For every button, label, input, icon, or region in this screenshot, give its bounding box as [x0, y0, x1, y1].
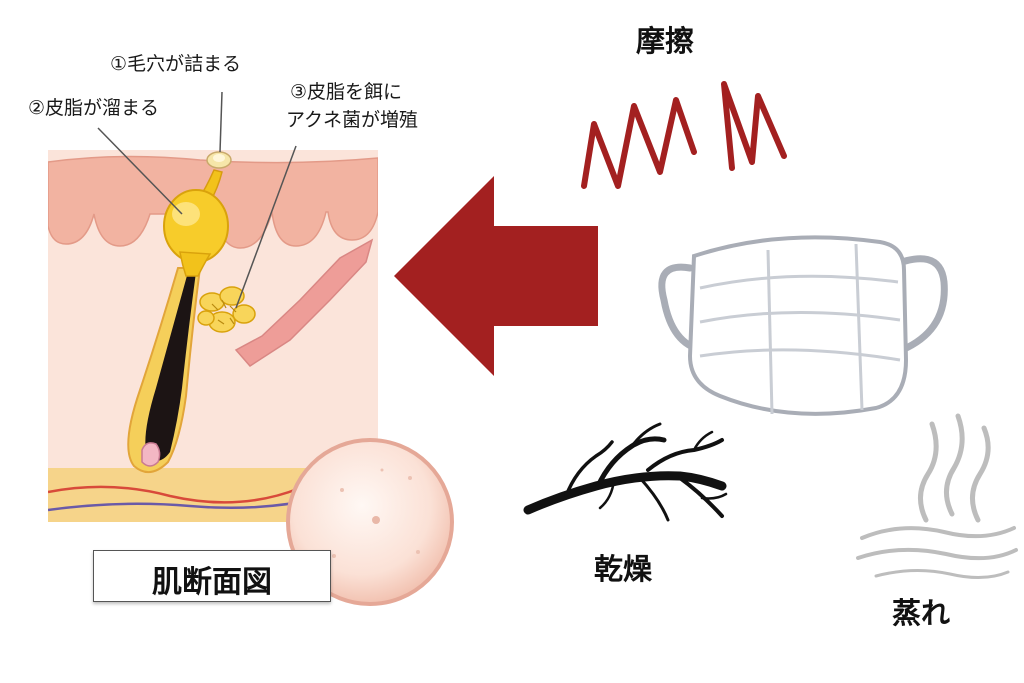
pointer-line-pore — [219, 91, 223, 153]
pointer-line-sebum — [97, 127, 183, 215]
sebum-neck — [179, 251, 212, 277]
steam-icon — [856, 413, 1018, 579]
left-arrow-icon — [394, 176, 598, 376]
hair-shaft — [145, 272, 196, 461]
label-pore-clogged: ①毛穴が詰まる — [110, 53, 242, 75]
label-acne-bacteria-line2: アクネ菌が増殖 — [286, 109, 419, 131]
sebum-pool — [163, 189, 229, 263]
pointer-line-acne — [235, 145, 297, 309]
caption-box: 肌断面図 — [93, 550, 331, 602]
sebaceous-gland — [197, 286, 256, 333]
label-dryness: 乾燥 — [594, 552, 653, 586]
sebum-pool-highlight — [172, 202, 200, 226]
clogged-pore-plug — [206, 151, 232, 169]
label-stuffiness: 蒸れ — [892, 596, 951, 630]
zigzag-friction-icon — [581, 81, 787, 189]
label-acne-bacteria-line1: ③皮脂を餌に — [290, 81, 403, 103]
face-mask-icon — [658, 235, 948, 416]
hair-root — [141, 442, 161, 467]
hair-muscle — [234, 238, 374, 367]
skin-cross-section-caption: 肌断面図 — [152, 565, 272, 600]
dry-branch-icon — [523, 422, 728, 522]
label-friction: 摩擦 — [636, 24, 695, 58]
label-sebum-pooling: ②皮脂が溜まる — [28, 97, 160, 119]
